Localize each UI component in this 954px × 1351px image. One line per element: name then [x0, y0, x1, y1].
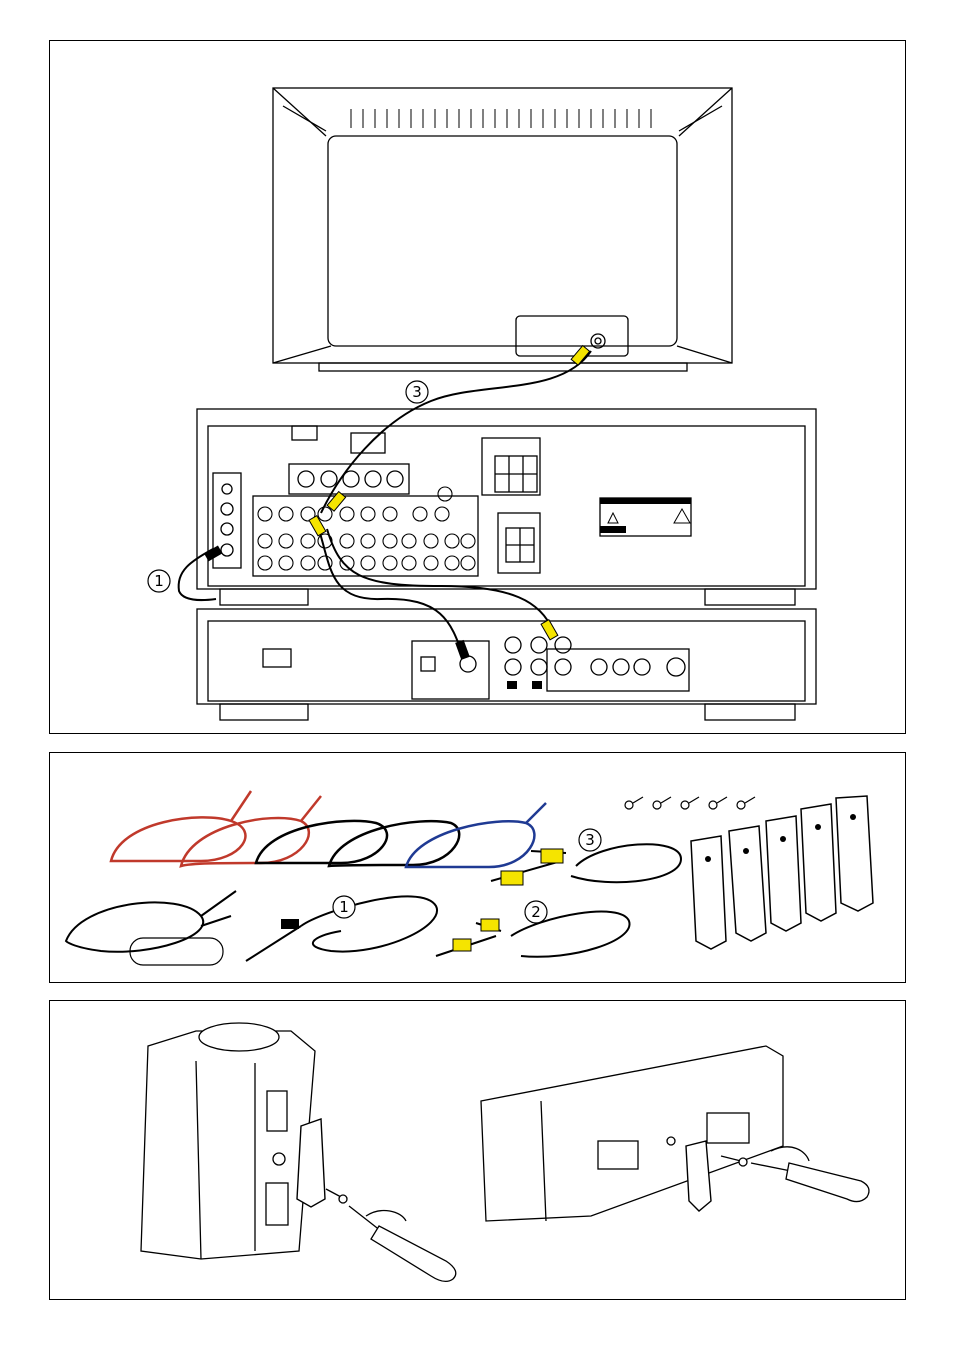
receiver-rear-icon: [197, 409, 816, 605]
warning-label-block: [600, 526, 626, 533]
accessories-panel: 3 1 2: [49, 752, 906, 983]
screw-icon: [625, 797, 755, 809]
satellite-speaker-icon: [141, 1023, 315, 1259]
wall-bracket-icon: [686, 1141, 711, 1211]
center-speaker-icon: [481, 1046, 783, 1221]
callout-2: 2: [525, 901, 547, 923]
warning-label-bar: [600, 498, 691, 504]
speaker-wire-blue-icon: [406, 803, 546, 867]
screw-icon: [326, 1189, 347, 1203]
callout-3: 3: [579, 829, 601, 851]
svg-text:3: 3: [412, 383, 422, 401]
dvd-terminal: [532, 681, 542, 689]
screwdriver-icon: [349, 1206, 456, 1281]
dvd-terminal: [507, 681, 517, 689]
dvd-player-rear-icon: [197, 609, 816, 720]
connection-panel: 3 1: [49, 40, 906, 734]
accessories-diagram: 3 1 2: [50, 753, 907, 984]
mounting-panel: [49, 1000, 906, 1300]
black-plug-icon: [455, 640, 470, 660]
yellow-plug-icon: [309, 346, 590, 640]
cable-3: [321, 351, 591, 513]
speaker-wire-red-icon: [111, 791, 321, 866]
screwdriver-icon: [751, 1147, 869, 1202]
rca-cable-black-icon: [66, 891, 236, 965]
callout-1: 1: [148, 570, 170, 592]
svg-text:2: 2: [531, 903, 541, 921]
tv-rear-icon: [273, 88, 732, 371]
wall-bracket-icon: [297, 1119, 325, 1207]
callout-3: 3: [406, 381, 428, 403]
wall-bracket-icon: [691, 796, 873, 949]
svg-text:1: 1: [154, 572, 164, 590]
warning-triangle-icon: [608, 509, 690, 523]
svg-text:1: 1: [339, 898, 349, 916]
cable-2b: [327, 529, 553, 631]
svg-text:3: 3: [585, 831, 595, 849]
connection-diagram: 3 1: [50, 41, 907, 735]
mounting-diagram: [50, 1001, 907, 1301]
callout-1: 1: [333, 896, 355, 918]
